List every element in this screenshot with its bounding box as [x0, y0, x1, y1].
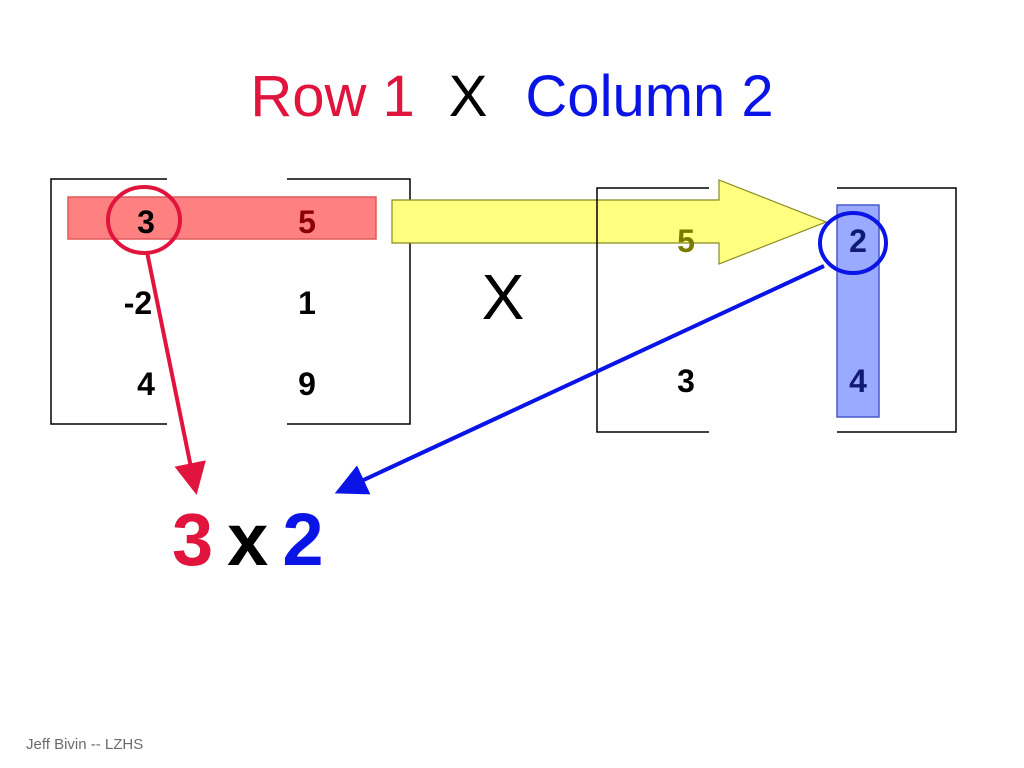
row-1-highlight	[67, 196, 377, 240]
matrix-b-right-bracket	[837, 187, 957, 433]
matrix-a-cell-r1c2: 5	[298, 204, 316, 240]
matrix-b-left-bracket	[596, 187, 709, 433]
matrix-a-cell-r2c1: -2	[124, 285, 152, 321]
red-arrow-icon	[145, 251, 206, 495]
matrix-a-cell-r3c1: 4	[137, 366, 155, 402]
multiply-sign: X	[481, 261, 525, 333]
matrix-a-left-bracket	[50, 178, 167, 425]
yellow-arrow-icon	[391, 179, 828, 265]
title-column-part: Column 2	[525, 64, 774, 129]
matrix-b-cell-r1c1: 5	[677, 223, 695, 259]
slide-title: Row 1 X Column 2	[0, 62, 1024, 132]
result-left-operand: 3	[172, 498, 214, 581]
result-right-operand: 2	[282, 498, 324, 581]
matrix-a-cell-r2c2: 1	[298, 285, 316, 321]
matrix-b-cell-r2c1: 3	[677, 363, 695, 399]
title-operator: X	[448, 64, 488, 129]
matrix-a-right-bracket	[287, 178, 411, 425]
red-circle-icon	[106, 185, 182, 255]
matrix-b-cell-r2c2: 4	[849, 363, 867, 399]
blue-circle-icon	[818, 211, 888, 275]
matrix-a-cell-r1c1: 3	[137, 204, 155, 240]
result-operator: x	[227, 498, 269, 581]
blue-arrow-icon	[334, 264, 825, 495]
matrix-b-cell-r1c2: 2	[849, 223, 867, 259]
matrix-a-cell-r3c2: 9	[298, 366, 316, 402]
title-row-part: Row 1	[250, 64, 415, 129]
column-2-highlight	[836, 204, 880, 418]
footer-credit: Jeff Bivin -- LZHS	[26, 736, 144, 753]
